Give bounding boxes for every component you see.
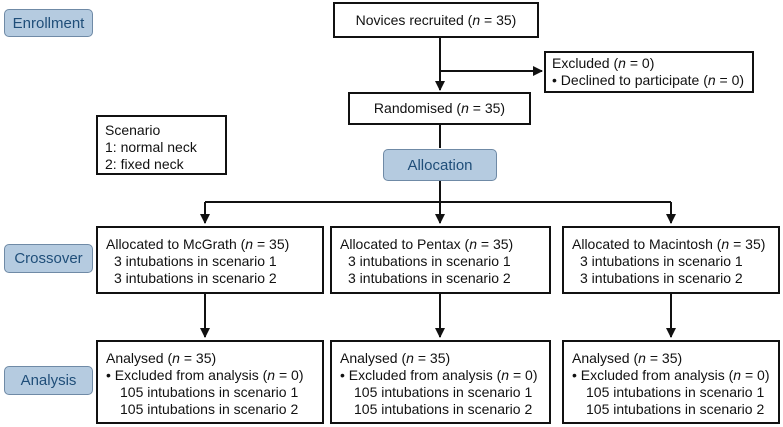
allocation-title: Allocated to Macintosh (n = 35) — [572, 236, 766, 252]
stage-enrollment: Enrollment — [4, 9, 93, 37]
analysis-box-mcgrath: Analysed (n = 35) • Excluded from analys… — [96, 340, 324, 424]
allocation-scenario-2: 3 intubations in scenario 2 — [348, 270, 511, 286]
scenario-legend-item-1: 1: normal neck — [105, 139, 197, 155]
scenario-legend-item-2: 2: fixed neck — [105, 156, 184, 172]
stage-analysis: Analysis — [4, 366, 93, 395]
recruited-text: Novices recruited (n = 35) — [355, 11, 517, 28]
analysis-scenario-2: 105 intubations in scenario 2 — [586, 401, 765, 417]
analysis-scenario-2: 105 intubations in scenario 2 — [354, 401, 533, 417]
analysis-scenario-2: 105 intubations in scenario 2 — [120, 401, 299, 417]
stage-crossover-label: Crossover — [14, 250, 83, 267]
allocation-scenario-1: 3 intubations in scenario 1 — [580, 253, 743, 269]
analysis-scenario-1: 105 intubations in scenario 1 — [586, 384, 765, 400]
analysis-excluded: • Excluded from analysis (n = 0) — [106, 367, 304, 383]
allocation-scenario-1: 3 intubations in scenario 1 — [348, 253, 511, 269]
recruited-box: Novices recruited (n = 35) — [333, 2, 539, 38]
scenario-legend: Scenario 1: normal neck 2: fixed neck — [96, 115, 227, 175]
stage-allocation-label: Allocation — [407, 156, 473, 174]
analysis-title: Analysed (n = 35) — [340, 350, 451, 366]
stage-enrollment-label: Enrollment — [12, 14, 85, 32]
analysis-excluded: • Excluded from analysis (n = 0) — [340, 367, 538, 383]
analysis-title: Analysed (n = 35) — [572, 350, 683, 366]
analysis-excluded: • Excluded from analysis (n = 0) — [572, 367, 770, 383]
stage-analysis-label: Analysis — [20, 372, 77, 389]
allocation-scenario-1: 3 intubations in scenario 1 — [114, 253, 277, 269]
randomised-box: Randomised (n = 35) — [348, 92, 531, 125]
allocation-box-pentax: Allocated to Pentax (n = 35) 3 intubatio… — [330, 226, 551, 294]
allocation-box-macintosh: Allocated to Macintosh (n = 35) 3 intuba… — [562, 226, 780, 294]
scenario-legend-title: Scenario — [105, 122, 161, 138]
analysis-box-macintosh: Analysed (n = 35) • Excluded from analys… — [562, 340, 780, 424]
analysis-scenario-1: 105 intubations in scenario 1 — [120, 384, 299, 400]
excluded-title: Excluded (n = 0) — [552, 55, 655, 71]
analysis-title: Analysed (n = 35) — [106, 350, 217, 366]
excluded-box: Excluded (n = 0) • Declined to participa… — [544, 51, 754, 93]
randomised-text: Randomised (n = 35) — [373, 100, 506, 116]
allocation-scenario-2: 3 intubations in scenario 2 — [114, 270, 277, 286]
excluded-reason: • Declined to participate (n = 0) — [552, 72, 745, 88]
stage-allocation: Allocation — [383, 149, 497, 181]
allocation-title: Allocated to Pentax (n = 35) — [340, 236, 514, 252]
allocation-box-mcgrath: Allocated to McGrath (n = 35) 3 intubati… — [96, 226, 324, 294]
allocation-title: Allocated to McGrath (n = 35) — [106, 236, 290, 252]
stage-crossover: Crossover — [4, 244, 93, 273]
allocation-scenario-2: 3 intubations in scenario 2 — [580, 270, 743, 286]
analysis-scenario-1: 105 intubations in scenario 1 — [354, 384, 533, 400]
analysis-box-pentax: Analysed (n = 35) • Excluded from analys… — [330, 340, 551, 424]
